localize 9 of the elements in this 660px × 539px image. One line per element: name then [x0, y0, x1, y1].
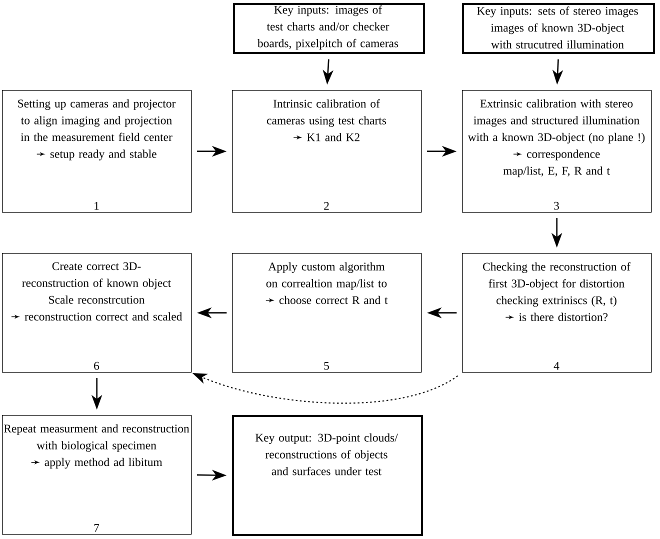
process-box: Checking the reconstruction of first 3D-object for distortion checking extriniscs (R, t) ➛ is there distortion? 4	[462, 253, 652, 373]
output-box: Key output: 3D-point clouds/ reconstructions of objects and surfaces under test	[232, 415, 423, 536]
input-box: Key inputs: sets of stereo images images of known 3D-object with strucutred illumination	[462, 3, 655, 54]
process-box: Repeat measurment and reconstruction with biological specimen ➛ apply method ad libitum 7	[2, 415, 192, 535]
process-box: Extrinsic calibration with stereo images and structured illumination with a known 3D-object (no plane !) ➛ correspondence map/list, E, F, R and t 3	[462, 90, 652, 213]
process-box: Setting up cameras and projector to align imaging and projection in the measurement field center ➛ setup ready and stable 1	[2, 90, 192, 213]
process-box: Create correct 3D-reconstruction of known object Scale reconstrcution ➛ reconstruction correct and scaled 6	[2, 253, 192, 373]
process-box: Apply custom algorithm on correaltion map/list to ➛ choose correct R and t 5	[232, 253, 422, 373]
input-box: Key inputs: images of test charts and/or checker boards, pixelpitch of cameras	[233, 3, 425, 54]
